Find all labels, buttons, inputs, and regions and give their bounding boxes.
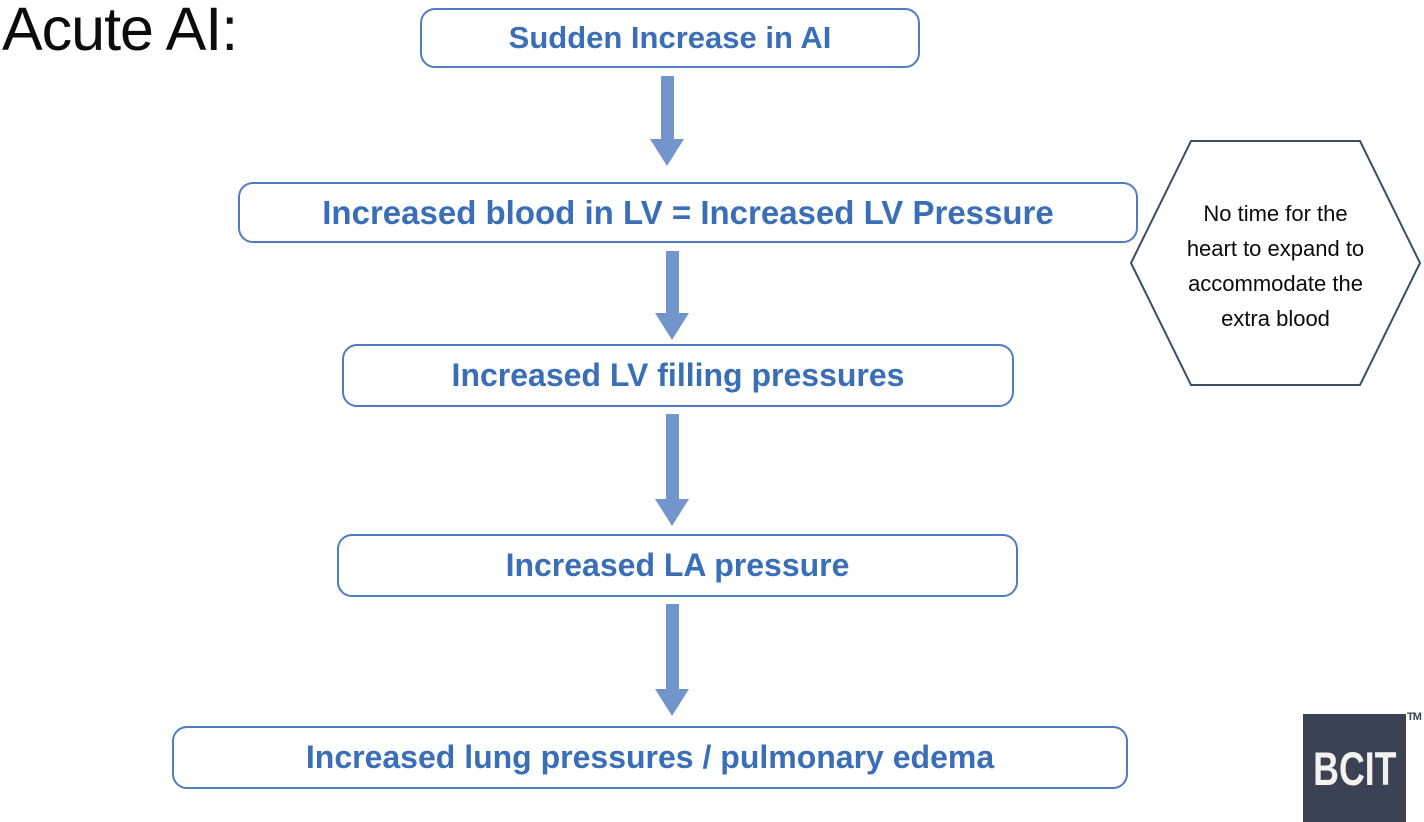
arrow-head <box>655 313 689 340</box>
flow-box-label: Increased lung pressures / pulmonary ede… <box>305 739 995 775</box>
arrow-shaft <box>665 604 679 689</box>
bcit-logo: BCIT <box>1303 714 1406 822</box>
bcit-logo-text: BCIT <box>1312 741 1397 795</box>
arrow-shaft <box>665 414 679 499</box>
arrow-head <box>655 689 689 716</box>
flow-box-sudden-increase: Sudden Increase in AI <box>420 8 920 68</box>
down-arrow-icon <box>655 604 689 716</box>
down-arrow-icon <box>650 76 684 166</box>
flow-box-increased-lv-pressure: Increased blood in LV = Increased LV Pre… <box>238 182 1138 243</box>
flow-box-la-pressure: Increased LA pressure <box>337 534 1018 597</box>
callout-line: accommodate the <box>1188 271 1363 296</box>
down-arrow-icon <box>655 251 689 340</box>
hexagon-callout: No time for the heart to expand to accom… <box>1128 138 1423 388</box>
callout-line: heart to expand to <box>1186 236 1365 261</box>
arrow-shaft <box>660 76 674 139</box>
arrow-head <box>650 139 684 166</box>
flow-box-label: Increased LV filling pressures <box>451 357 905 393</box>
flow-box-lv-filling-pressures: Increased LV filling pressures <box>342 344 1014 407</box>
flow-box-pulmonary-edema: Increased lung pressures / pulmonary ede… <box>172 726 1128 789</box>
trademark-symbol: TM <box>1407 711 1422 723</box>
callout-line: extra blood <box>1221 306 1330 331</box>
flow-box-label: Increased blood in LV = Increased LV Pre… <box>322 193 1054 231</box>
callout-line: No time for the <box>1203 201 1348 226</box>
hexagon-outline <box>1129 140 1422 386</box>
flow-box-label: Sudden Increase in AI <box>508 20 832 55</box>
down-arrow-icon <box>655 414 689 526</box>
flow-box-label: Increased LA pressure <box>505 547 850 583</box>
page-title: Acute AI: <box>2 0 238 63</box>
arrow-shaft <box>665 251 679 313</box>
hexagon-shape <box>1129 140 1422 386</box>
callout-text: No time for the heart to expand to accom… <box>1128 196 1423 336</box>
arrow-head <box>655 499 689 526</box>
